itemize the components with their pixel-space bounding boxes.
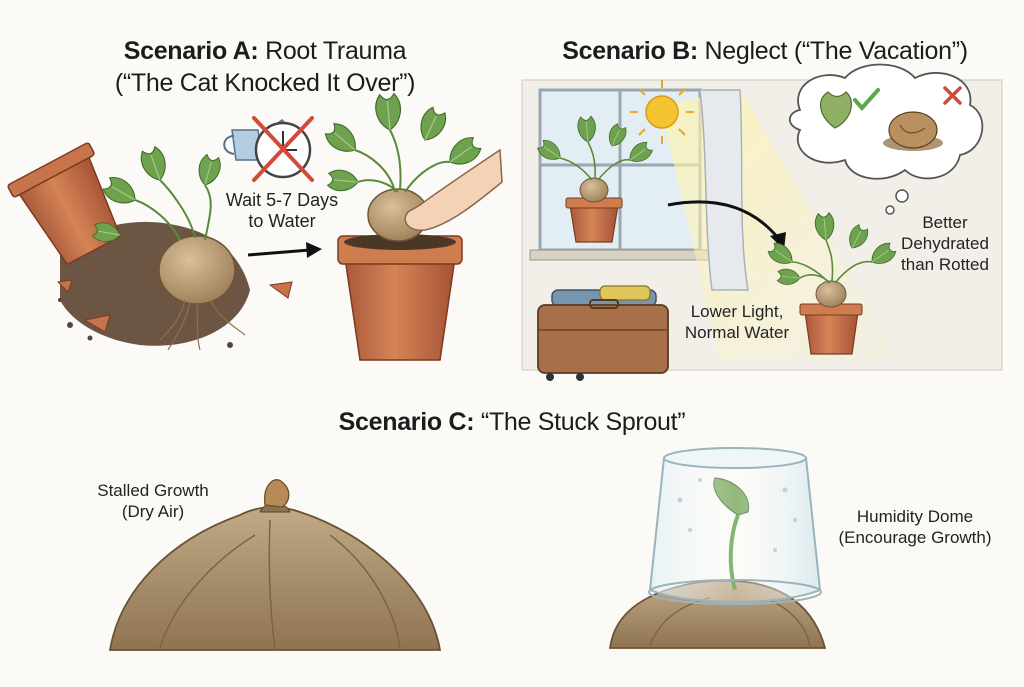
wait-label-line-2: to Water xyxy=(248,211,316,231)
pot-shard xyxy=(56,279,73,293)
thought-label: Better Dehydrated than Rotted xyxy=(890,212,1000,275)
exposed-tuber xyxy=(91,144,246,351)
stalled-growth-label-line-1: Stalled Growth xyxy=(97,481,209,500)
check-icon xyxy=(853,88,880,112)
suitcase-icon xyxy=(537,285,669,381)
humidity-dome-label-line-2: (Encourage Growth) xyxy=(838,528,992,547)
scenario-b-title-bold: Scenario B: xyxy=(562,37,698,65)
hand xyxy=(404,148,503,231)
scenario-c-title: Scenario C: “The Stuck Sprout” xyxy=(292,407,732,437)
scenario-b-title: Scenario B: Neglect (“The Vacation”) xyxy=(535,36,995,66)
scenario-a-title-bold: Scenario A: xyxy=(123,37,259,65)
humidity-dome-label: Humidity Dome (Encourage Growth) xyxy=(830,506,1000,548)
window xyxy=(529,88,711,261)
scenario-a-title-rest: Root Trauma xyxy=(258,37,407,65)
thought-label-line-3: than Rotted xyxy=(901,255,989,274)
wait-label-line-1: Wait 5-7 Days xyxy=(225,190,339,210)
stalled-tuber xyxy=(108,479,442,651)
thought-label-line-1: Better xyxy=(922,213,968,232)
dehydrated-leaf-icon xyxy=(819,91,852,129)
scenario-a-illustration xyxy=(7,92,503,361)
curtain xyxy=(699,89,749,291)
humidity-dome-label-line-1: Humidity Dome xyxy=(856,507,974,526)
scenario-a-title: Scenario A: Root Trauma xyxy=(100,36,430,66)
relocated-plant xyxy=(765,211,899,355)
scenario-b-illustration xyxy=(521,63,1003,381)
rotted-tuber-icon xyxy=(883,111,943,151)
stuck-sprout-bud xyxy=(263,479,290,508)
sun-icon xyxy=(630,80,694,144)
scenario-a-subtitle: (“The Cat Knocked It Over”) xyxy=(114,69,416,97)
x-icon xyxy=(943,86,962,105)
thought-label-line-2: Dehydrated xyxy=(901,234,989,253)
arrow-right-icon xyxy=(247,242,322,258)
humidity-dome-icon xyxy=(648,457,822,603)
repotted-plant xyxy=(321,92,503,361)
wait-label: Wait 5-7 Days to Water xyxy=(222,190,342,232)
windowsill-plant xyxy=(535,115,655,243)
stalled-growth-label-line-2: (Dry Air) xyxy=(121,502,185,521)
scenario-c-illustration xyxy=(108,447,827,651)
no-cross-icon xyxy=(252,116,314,182)
scenario-b-title-rest: Neglect (“The Vacation”) xyxy=(697,37,969,65)
light-label-line-2: Normal Water xyxy=(684,323,790,342)
humidity-dome-setup xyxy=(608,447,827,649)
light-label: Lower Light, Normal Water xyxy=(672,301,802,343)
stalled-growth-label: Stalled Growth (Dry Air) xyxy=(78,480,228,522)
thought-bubble xyxy=(788,63,984,215)
light-label-line-1: Lower Light, xyxy=(690,302,784,321)
scenario-c-title-rest: “The Stuck Sprout” xyxy=(474,408,686,436)
pot-shard xyxy=(83,314,111,333)
scenario-c-title-bold: Scenario C: xyxy=(338,408,475,436)
pot-shard xyxy=(268,281,293,299)
